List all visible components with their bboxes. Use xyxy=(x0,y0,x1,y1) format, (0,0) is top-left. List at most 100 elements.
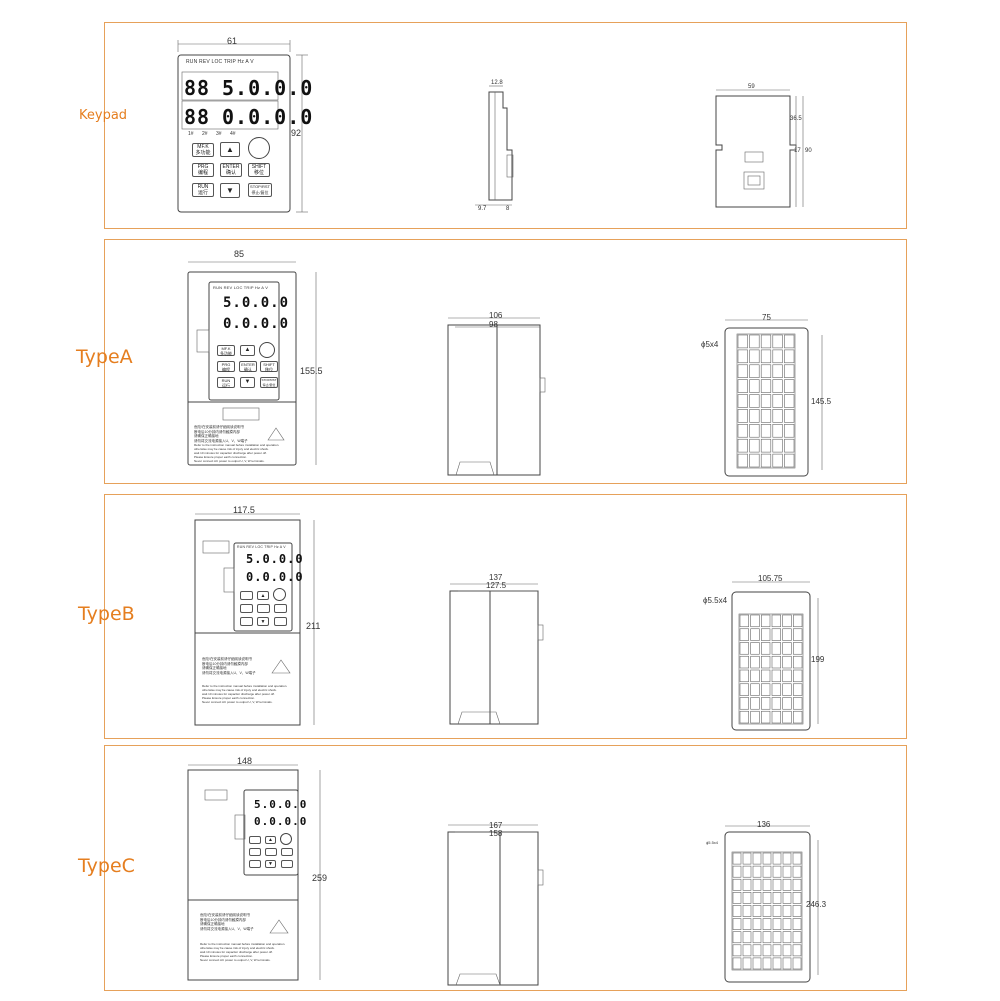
typeb-mfk-key[interactable] xyxy=(240,591,253,600)
down-key[interactable]: ▼ xyxy=(220,183,240,198)
potentiometer-knob[interactable] xyxy=(248,137,270,159)
typea-stop-key[interactable]: STOP/RST 停止/复位 xyxy=(260,377,278,388)
label-keypad: Keypad xyxy=(79,108,128,123)
typea-side-inner-dim: 98 xyxy=(489,320,498,329)
typeb-enter-key[interactable] xyxy=(257,604,270,613)
vent-slot xyxy=(762,931,772,944)
label-typea: TypeA xyxy=(76,346,133,368)
vent-slot xyxy=(739,669,749,683)
typec-mfk-key[interactable] xyxy=(249,836,261,844)
vent-slot xyxy=(749,379,760,393)
vent-slot xyxy=(762,944,772,957)
typeb-shift-key[interactable] xyxy=(274,604,287,613)
typec-up-key[interactable]: ▲ xyxy=(265,836,276,844)
vent-slot xyxy=(732,931,742,944)
typec-enter-key[interactable] xyxy=(265,848,277,856)
vent-slot xyxy=(749,438,760,453)
typea-enter-key[interactable]: ENTER 确认 xyxy=(239,361,257,372)
shift-key[interactable]: SHIFT 移位 xyxy=(248,163,270,177)
vent-slot xyxy=(760,409,772,423)
vent-slot xyxy=(739,710,749,724)
vent-slot xyxy=(771,710,781,724)
vent-slot xyxy=(772,424,783,438)
vent-slot xyxy=(792,892,802,904)
vent-slot xyxy=(737,364,748,378)
vent-slot xyxy=(784,394,795,408)
typea-warning-en: Refer to the instruction manual before i… xyxy=(194,443,280,463)
vent-slot xyxy=(772,409,783,423)
mfk-key[interactable]: MF.K 多功能 xyxy=(192,143,214,157)
vent-slot xyxy=(782,614,792,628)
typea-run-key[interactable]: RUN 运行 xyxy=(217,377,235,388)
vent-slot xyxy=(750,655,760,669)
typec-stop-key[interactable] xyxy=(281,860,293,868)
vent-slot xyxy=(782,655,792,669)
vent-slot xyxy=(750,710,760,724)
typeb-down-key[interactable]: ▼ xyxy=(257,617,269,626)
keypad-display-upper: 88 xyxy=(184,76,211,100)
typea-mfk-key[interactable]: MF.K 多功能 xyxy=(217,345,235,356)
vent-slot xyxy=(784,334,795,349)
vent-slot xyxy=(782,957,792,970)
vent-slot xyxy=(792,878,802,891)
vent-slot xyxy=(784,409,795,423)
vent-slot xyxy=(742,957,752,970)
keypad-status-header: RUN REV LOC TRIP Hz A V xyxy=(186,59,254,65)
vent-slot xyxy=(739,628,749,641)
vent-slot xyxy=(772,878,782,891)
vent-slot xyxy=(761,614,771,628)
vent-slot xyxy=(782,710,792,724)
typea-up-key[interactable]: ▲ xyxy=(240,345,255,356)
vent-slot xyxy=(750,669,760,683)
vent-slot xyxy=(749,364,760,378)
typec-display-upper: 5.0.0.0 xyxy=(254,798,308,811)
run-key[interactable]: RUN 运行 xyxy=(192,183,214,197)
typea-shift-key[interactable]: SHIFT 移位 xyxy=(260,361,278,372)
vent-slot xyxy=(732,905,742,917)
typeb-warning-cn: 危险!在安装前请仔细阅读说明书 断电后10分钟内请勿触摸内部 请确保正确接地 请… xyxy=(202,657,256,675)
typec-down-key[interactable]: ▼ xyxy=(265,860,276,868)
typea-down-key[interactable]: ▼ xyxy=(240,377,255,388)
typea-knob[interactable] xyxy=(259,342,275,358)
typeb-keypad: RUN REV LOC TRIP Hz A V 5.0.0.0 0.0.0.0 … xyxy=(234,543,303,631)
vent-slot xyxy=(732,852,742,865)
vent-slot xyxy=(750,697,760,710)
vent-slot xyxy=(762,957,772,970)
up-key[interactable]: ▲ xyxy=(220,142,240,157)
vent-slot xyxy=(771,614,781,628)
typea-prg-key[interactable]: PRG 编程 xyxy=(217,361,235,372)
vent-slot xyxy=(752,865,762,878)
typeb-run-key[interactable] xyxy=(240,617,253,626)
typec-knob[interactable] xyxy=(280,833,292,845)
typec-prg-key[interactable] xyxy=(249,848,261,856)
typec-width-dim: 148 xyxy=(237,756,253,766)
typeb-up-key[interactable]: ▲ xyxy=(257,591,269,600)
typeb-status-header: RUN REV LOC TRIP Hz A V xyxy=(237,545,286,549)
vent-slot xyxy=(732,944,742,957)
prg-key[interactable]: PRG 编程 xyxy=(192,163,214,177)
panel-keypad xyxy=(104,22,907,229)
stop-reset-key[interactable]: STOP/RST 停止/复位 xyxy=(248,183,272,197)
vent-slot xyxy=(750,683,760,696)
vent-slot xyxy=(792,865,802,878)
vent-slot xyxy=(752,852,762,865)
vent-slot xyxy=(772,957,782,970)
keypad-unit-4: 4# xyxy=(230,131,236,137)
typeb-stop-key[interactable] xyxy=(274,617,287,626)
typec-run-key[interactable] xyxy=(249,860,261,868)
keypad-back-total-dim: 90 xyxy=(805,148,812,154)
typeb-hole-dim: ϕ5.5x4 xyxy=(703,596,728,605)
typeb-prg-key[interactable] xyxy=(240,604,253,613)
typec-shift-key[interactable] xyxy=(281,848,293,856)
typea-side-outer-dim: 106 xyxy=(489,311,503,320)
typeb-knob[interactable] xyxy=(273,588,286,601)
vent-slot xyxy=(782,669,792,683)
keypad-unit-3: 3# xyxy=(216,131,222,137)
vent-slot xyxy=(772,364,783,378)
vent-slot xyxy=(752,944,762,957)
vent-slot xyxy=(792,918,802,930)
enter-key[interactable]: ENTER 确认 xyxy=(220,163,242,177)
keypad-back-h1-dim: 36.5 xyxy=(790,116,802,122)
vent-slot xyxy=(760,424,772,438)
